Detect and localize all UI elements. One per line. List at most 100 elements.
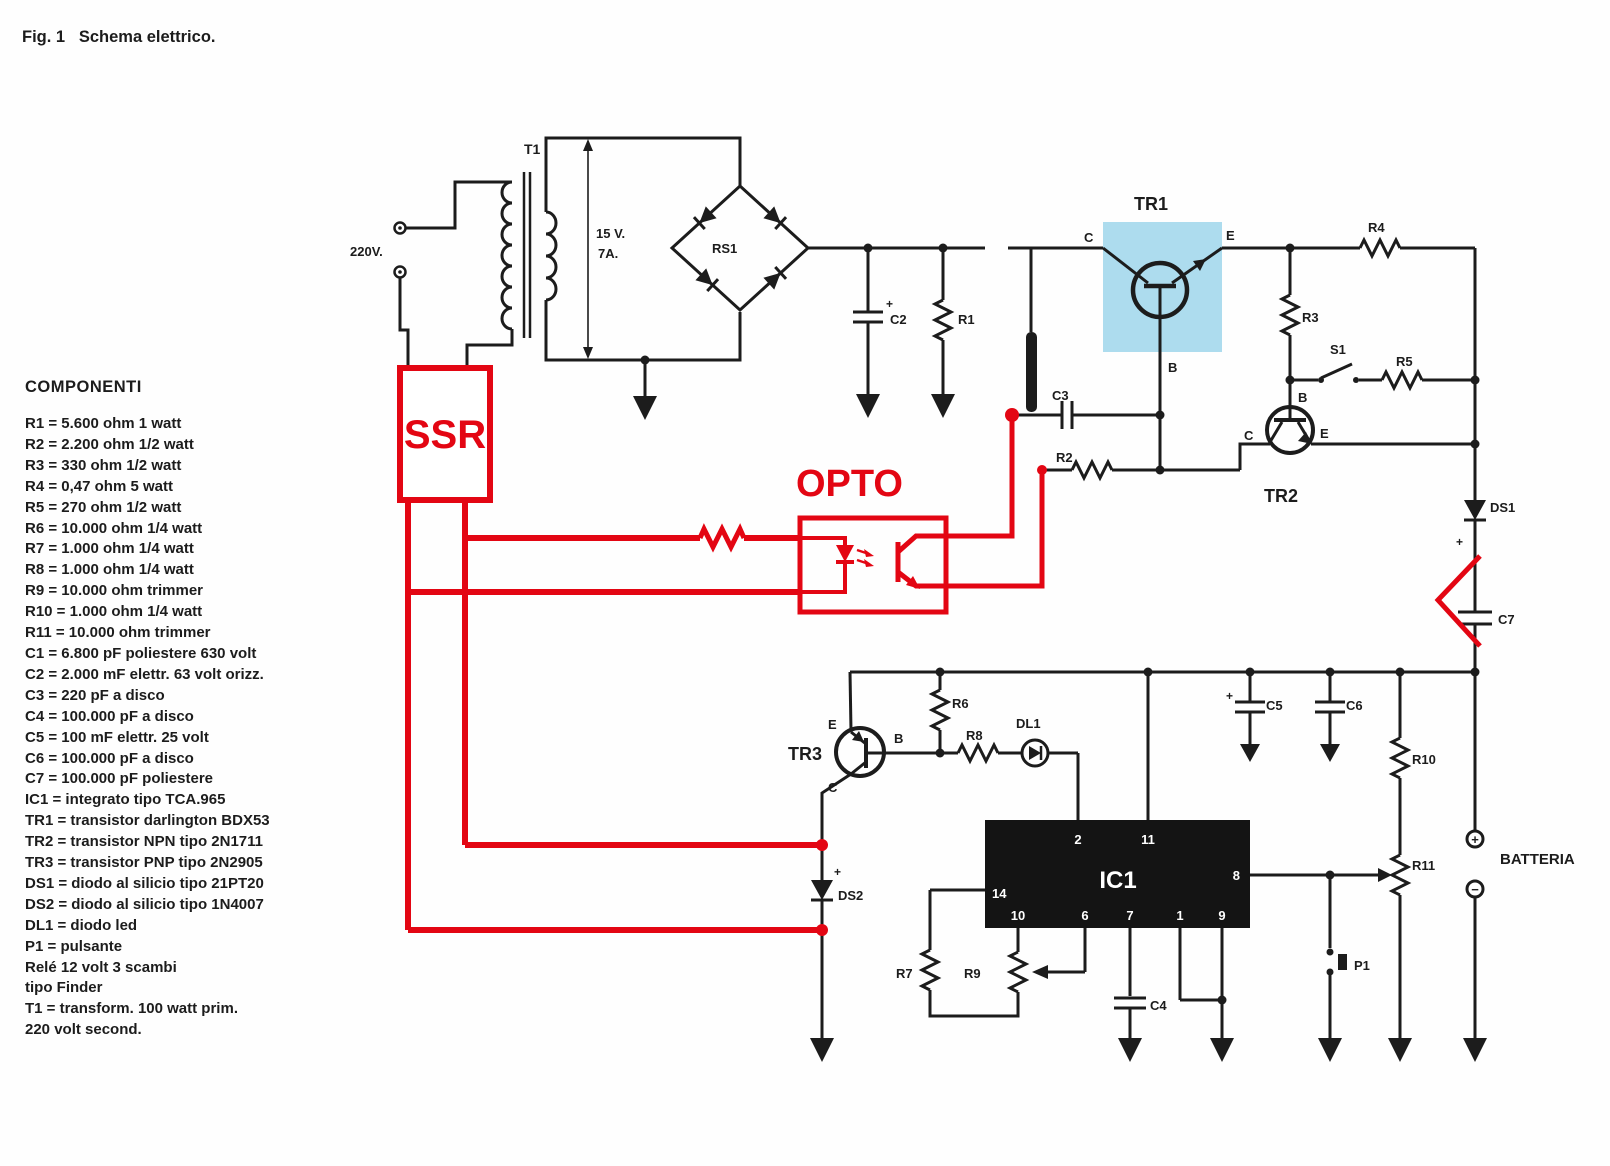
label-220v: 220V. xyxy=(350,244,383,259)
component-line: DS1 = diodo al silicio tipo 21PT20 xyxy=(25,874,264,892)
label-c7: C7 xyxy=(1498,612,1515,627)
label-r5: R5 xyxy=(1396,354,1413,369)
r6-r8-dl1 xyxy=(928,672,1150,820)
label-rs1: RS1 xyxy=(712,241,737,256)
pushbutton-p1 xyxy=(1338,954,1347,970)
component-line: 220 volt second. xyxy=(25,1021,142,1039)
label-c5: C5 xyxy=(1266,698,1283,713)
resistor-r6 xyxy=(928,688,952,732)
r9-wiper-arrow xyxy=(1032,965,1048,979)
label-c4: C4 xyxy=(1150,998,1167,1013)
component-line: T1 = transform. 100 watt prim. xyxy=(25,1000,238,1018)
resistor-r5 xyxy=(1380,368,1424,392)
ssr-box xyxy=(397,365,493,503)
label-tr2-b: B xyxy=(1298,390,1307,405)
label-tr3-c: C xyxy=(828,780,838,795)
ic1-pin-11: 11 xyxy=(1141,832,1155,847)
bridge-diode xyxy=(763,206,788,230)
opto-annotation-label: OPTO xyxy=(796,463,903,505)
component-line: TR3 = transistor PNP tipo 2N2905 xyxy=(25,854,263,872)
label-c2: C2 xyxy=(890,312,907,327)
label-tr1-c: C xyxy=(1084,230,1094,245)
label-ds2-plus: + xyxy=(834,865,841,879)
label-r11: R11 xyxy=(1412,858,1435,873)
switch-s1-lever xyxy=(1320,362,1353,380)
component-line: R10 = 1.000 ohm 1/4 watt xyxy=(25,603,203,621)
bridge-diode xyxy=(695,268,720,292)
opto-box xyxy=(797,515,949,615)
components-heading: COMPONENTI xyxy=(25,378,142,396)
component-line: C4 = 100.000 pF a disco xyxy=(25,707,194,725)
label-p1: P1 xyxy=(1354,958,1370,973)
transformer-t1 xyxy=(393,136,742,396)
component-line: R3 = 330 ohm 1/2 watt xyxy=(25,456,182,474)
label-ds2: DS2 xyxy=(838,888,863,903)
ic1-chip xyxy=(930,820,1340,1038)
junction-dots xyxy=(640,243,1480,1005)
component-line: TR2 = transistor NPN tipo 2N1711 xyxy=(25,833,263,851)
resistor-r7 xyxy=(918,948,942,992)
battery-plus-sign: + xyxy=(1471,832,1479,847)
label-r4: R4 xyxy=(1368,220,1385,235)
component-line: C6 = 100.000 pF a disco xyxy=(25,749,194,767)
component-line: R2 = 2.200 ohm 1/2 watt xyxy=(25,435,194,453)
component-line: R7 = 1.000 ohm 1/4 watt xyxy=(25,540,194,558)
component-line: tipo Finder xyxy=(25,979,103,997)
resistor-r8 xyxy=(956,741,1000,765)
label-tr1-e: E xyxy=(1226,228,1235,243)
label-tr2-e: E xyxy=(1320,426,1329,441)
ds1-c7-battery-branch xyxy=(1458,500,1492,1038)
opto-series-resistor xyxy=(697,523,747,553)
ic1-pin-6: 6 xyxy=(1081,908,1088,923)
label-c2-plus: + xyxy=(886,297,893,311)
bridge-diode xyxy=(692,206,717,230)
c7-pointer-bracket xyxy=(1434,554,1482,648)
label-r3: R3 xyxy=(1302,310,1319,325)
component-line: R9 = 10.000 ohm trimmer xyxy=(25,582,204,600)
ic1-pin-8: 8 xyxy=(1233,868,1240,883)
r11-wiper-arrow xyxy=(1378,868,1392,882)
label-c6: C6 xyxy=(1346,698,1363,713)
label-c3: C3 xyxy=(1052,388,1069,403)
ic1-pin-7: 7 xyxy=(1126,908,1133,923)
label-r8: R8 xyxy=(966,728,983,743)
label-tr2-c: C xyxy=(1244,428,1254,443)
ground-symbols xyxy=(633,394,1487,1062)
dc-rail xyxy=(808,246,1103,412)
label-tr1-b: B xyxy=(1168,360,1177,375)
label-r2: R2 xyxy=(1056,450,1073,465)
figure-caption: Fig. 1 Schema elettrico. xyxy=(22,28,216,46)
label-r6: R6 xyxy=(952,696,969,711)
battery-minus-sign: − xyxy=(1471,882,1479,897)
label-batteria: BATTERIA xyxy=(1500,851,1575,868)
relay-contact-stub xyxy=(1026,332,1037,412)
component-line: DS2 = diodo al silicio tipo 1N4007 xyxy=(25,895,264,913)
component-line: C3 = 220 pF a disco xyxy=(25,686,165,704)
transistor-tr2 xyxy=(1265,405,1315,455)
label-r7: R7 xyxy=(896,966,913,981)
label-ic1: IC1 xyxy=(1099,867,1136,894)
component-line: C7 = 100.000 pF poliestere xyxy=(25,770,214,788)
component-line: P1 = pulsante xyxy=(25,937,123,955)
c3-r2-network xyxy=(1012,401,1240,482)
opto-led xyxy=(836,545,854,562)
label-tr3-e: E xyxy=(828,717,837,732)
secondary-dimension-arrow xyxy=(583,139,593,359)
component-line: R6 = 10.000 ohm 1/4 watt xyxy=(25,519,203,537)
r7-r9-c4 xyxy=(918,890,1146,1038)
resistor-r2 xyxy=(1070,458,1114,482)
label-15v: 15 V. xyxy=(596,226,625,241)
diode-ds2 xyxy=(811,880,833,900)
resistor-r10 xyxy=(1388,736,1412,780)
c5-c6 xyxy=(1235,672,1345,744)
r4-and-right-rail xyxy=(1358,236,1477,500)
component-line: C2 = 2.000 mF elettr. 63 volt orizz. xyxy=(25,665,264,683)
label-r9: R9 xyxy=(964,966,981,981)
secondary-winding xyxy=(545,210,558,302)
component-line: R4 = 0,47 ohm 5 watt xyxy=(25,477,173,495)
ssr-annotation-label: SSR xyxy=(404,413,486,457)
label-ds1: DS1 xyxy=(1490,500,1515,515)
